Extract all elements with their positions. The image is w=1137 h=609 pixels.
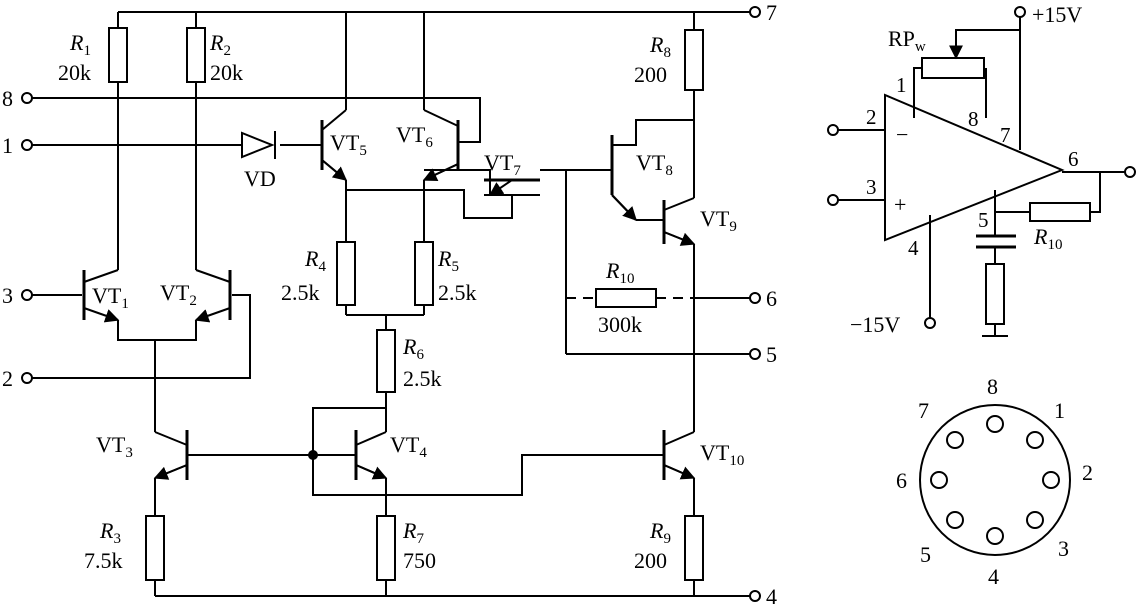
- resistor-r1: [108, 27, 128, 83]
- transistor-bases: [82, 120, 666, 480]
- transistor-vt8-label: VT8: [636, 150, 673, 179]
- resistor-r9-label: R9: [649, 518, 671, 547]
- resistor-r7-label: R7: [402, 518, 424, 547]
- terminal-label-5: 5: [766, 342, 777, 367]
- wiring: [32, 11, 750, 597]
- resistor-r10-label: R10: [605, 258, 634, 287]
- resistor-r4: [336, 241, 356, 306]
- transistor-vt4-label: VT4: [390, 432, 427, 461]
- resistor-r4-value: 2.5k: [281, 280, 320, 305]
- resistor-r2-value: 20k: [210, 60, 243, 85]
- resistor-r5-label: R5: [437, 246, 459, 275]
- pinout-label-8: 8: [987, 374, 998, 399]
- pinout-label-4: 4: [988, 564, 999, 589]
- resistor-r6: [376, 329, 396, 393]
- resistor-r2-label: R2: [209, 30, 231, 59]
- opamp-plus-sign: +: [894, 192, 906, 217]
- opamp-pin-7: 7: [1000, 123, 1011, 147]
- pinout-label-1: 1: [1054, 398, 1065, 423]
- terminal-circles: [21, 6, 761, 602]
- resistor-r8-label: R8: [649, 32, 671, 61]
- resistor-r9: [684, 515, 704, 581]
- resistor-r8: [684, 29, 704, 91]
- opamp-pin-5: 5: [978, 208, 989, 232]
- transistor-vt3-label: VT3: [96, 432, 133, 461]
- resistor-r4-label: R4: [304, 246, 326, 275]
- resistor-r10: [595, 288, 657, 308]
- resistor-r5-value: 2.5k: [438, 280, 477, 305]
- terminal-label-3: 3: [2, 283, 13, 308]
- resistor-r5: [414, 241, 434, 306]
- terminal-label-4: 4: [766, 584, 777, 609]
- resistor-r8-value: 200: [634, 62, 667, 87]
- resistor-r9-value: 200: [634, 548, 667, 573]
- opamp-pin-8: 8: [968, 107, 979, 131]
- resistor-r10-value: 300k: [598, 312, 642, 337]
- transistor-vt10-label: VT10: [700, 440, 744, 469]
- opamp-vplus-label: +15V: [1032, 2, 1082, 27]
- opamp-pin-1: 1: [896, 73, 907, 97]
- opamp-minus-sign: −: [896, 122, 908, 147]
- opamp-pin-3: 3: [866, 175, 877, 199]
- opamp-resistor-r10: [1029, 202, 1091, 222]
- diode-vd-label: VD: [244, 166, 276, 191]
- schematic-labels: 8 1 3 2 7 6 5 4 R1 20k R2 20k R3 7.5k R4…: [2, 0, 777, 609]
- resistor-r6-label: R6: [402, 334, 424, 363]
- pinout-label-2: 2: [1082, 460, 1093, 485]
- pinout-diagram: 8 1 2 3 4 5 6 7: [896, 374, 1093, 589]
- pot-rpw: [921, 57, 985, 79]
- opamp-pot-label: RPw: [888, 26, 926, 55]
- resistor-r1-value: 20k: [58, 60, 91, 85]
- opamp-vminus-label: −15V: [850, 312, 900, 337]
- opamp-r10-label: R10: [1033, 224, 1062, 253]
- terminal-label-7: 7: [766, 0, 777, 25]
- pinout-label-7: 7: [918, 398, 929, 423]
- pinout-label-6: 6: [896, 468, 907, 493]
- transistor-vt1-label: VT1: [92, 283, 129, 312]
- terminal-label-2: 2: [2, 366, 13, 391]
- resistor-r3: [145, 515, 165, 581]
- terminal-label-1: 1: [2, 133, 13, 158]
- pinout-label-5: 5: [920, 542, 931, 567]
- transistor-legs: [83, 159, 696, 480]
- opamp-pin-2: 2: [866, 105, 877, 129]
- transistor-vt9-label: VT9: [700, 206, 737, 235]
- opamp-resistor-ground: [985, 263, 1005, 325]
- pinout-holes: [930, 415, 1060, 545]
- pinout-label-3: 3: [1058, 536, 1069, 561]
- resistor-r6-value: 2.5k: [403, 366, 442, 391]
- opamp-pin-4: 4: [908, 236, 919, 260]
- opamp-symbol: − + 1 2 3 4 5 6 7 8 +15V −15V RPw R10: [827, 2, 1136, 337]
- opamp-pin-6: 6: [1068, 147, 1079, 171]
- resistor-r7: [376, 515, 396, 581]
- diode-vd: [241, 131, 276, 159]
- terminal-label-8: 8: [2, 86, 13, 111]
- terminal-label-6: 6: [766, 286, 777, 311]
- resistor-r2: [186, 27, 206, 83]
- resistor-r7-value: 750: [403, 548, 436, 573]
- resistor-r1-label: R1: [69, 30, 91, 59]
- resistor-bodies: [108, 27, 704, 581]
- transistor-vt5-label: VT5: [330, 130, 367, 159]
- transistor-vt2-label: VT2: [160, 280, 197, 309]
- resistor-r3-label: R3: [99, 518, 121, 547]
- junction-dot: [308, 450, 318, 460]
- resistor-r3-value: 7.5k: [84, 548, 123, 573]
- transistor-vt6-label: VT6: [396, 122, 433, 151]
- transistor-vt7-label: VT7: [484, 150, 521, 179]
